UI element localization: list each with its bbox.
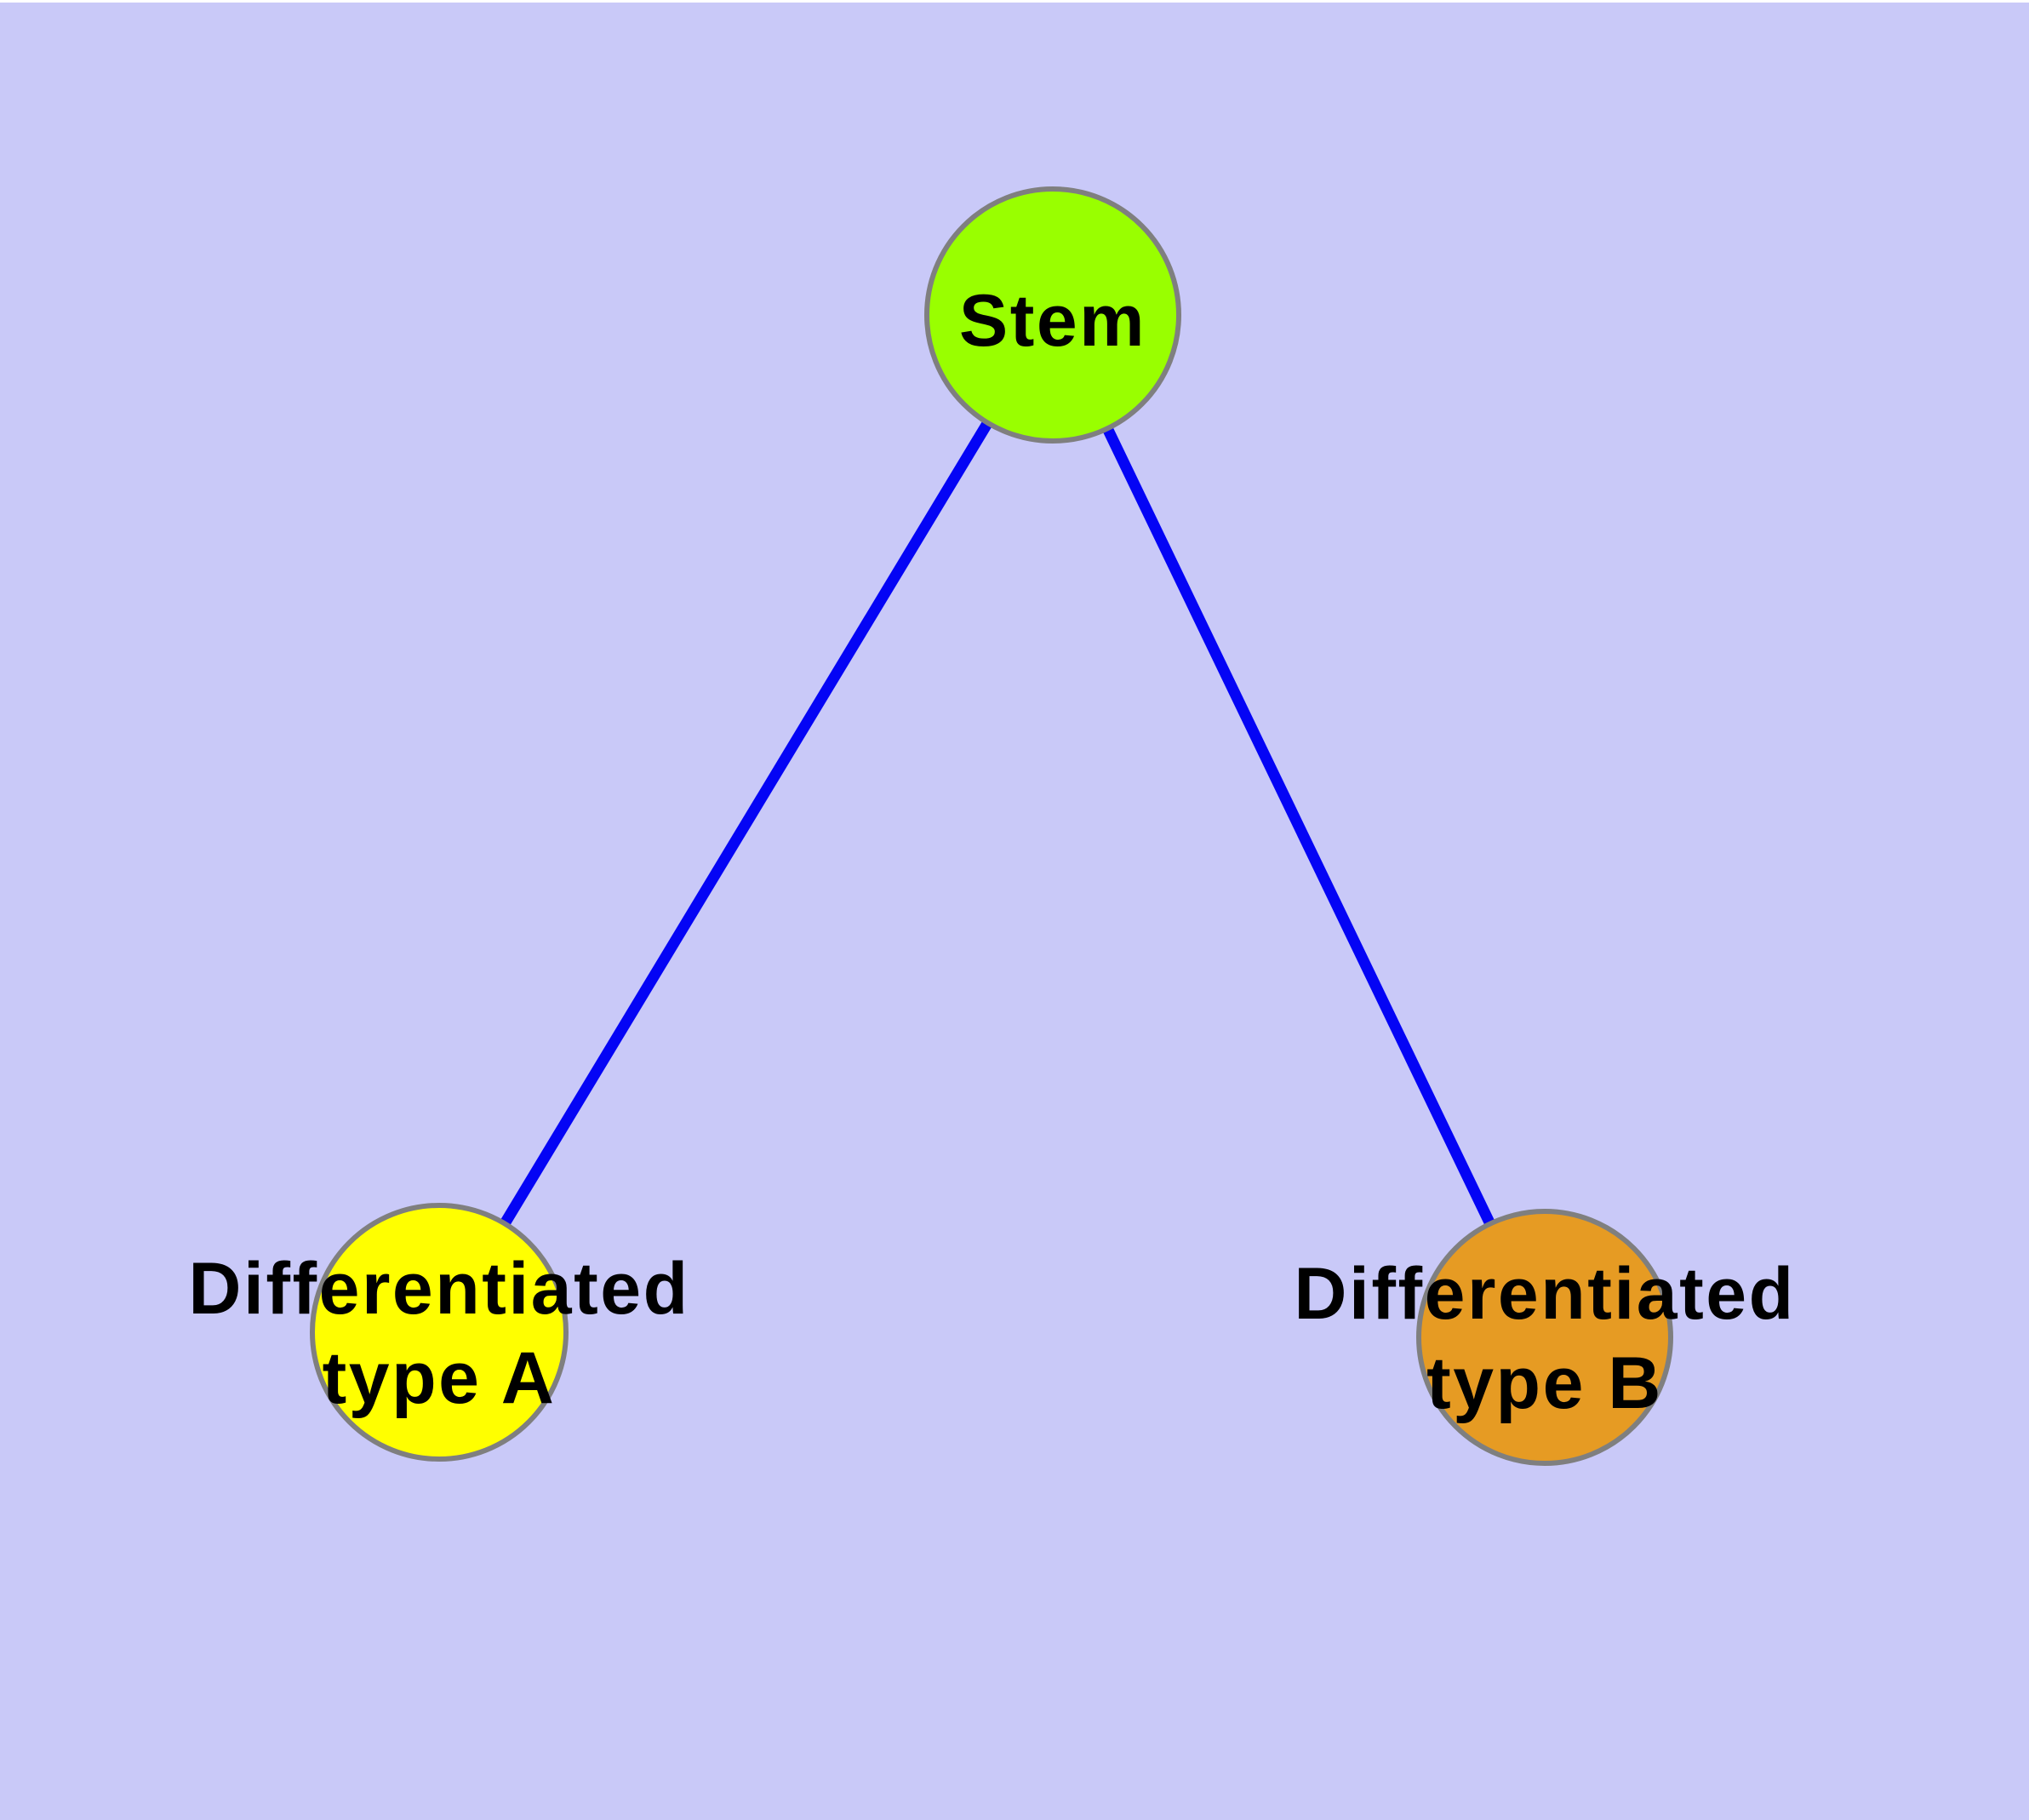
node-type-b-circle	[1416, 1209, 1673, 1466]
node-type-a-circle	[310, 1203, 569, 1462]
edge-stem-type-a	[434, 312, 1058, 1336]
top-margin	[0, 0, 2029, 3]
node-type-b-label-line-2: type B	[1426, 1342, 1663, 1424]
node-stem-label: Stem	[959, 280, 1146, 362]
node-type-b-label-line-1: Differentiated	[1294, 1253, 1795, 1335]
edge-stem-type-b	[1048, 312, 1550, 1340]
node-stem-circle	[924, 186, 1181, 444]
node-type-a-label-line-2: type A	[323, 1337, 557, 1419]
node-type-a-label-line-1: Differentiated	[188, 1248, 689, 1330]
node-stem-label-line-1: Stem	[959, 280, 1146, 362]
